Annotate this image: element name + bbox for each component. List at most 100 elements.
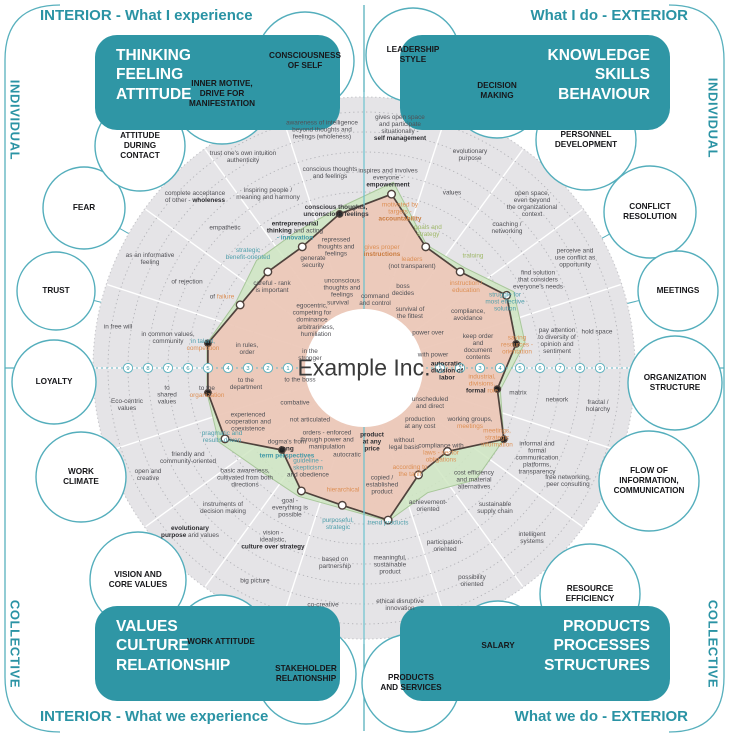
scale-number-bubble [434,362,446,374]
scale-number-bubble [182,362,194,374]
topic-label-fear[interactable]: FEAR [72,203,96,213]
wheel-label: arbitrariness,humiliation [297,323,335,338]
topic-circle-organization-structure[interactable] [627,335,723,431]
topic-circle-loyalty[interactable] [11,339,97,425]
wheel-label: in rules,order [235,341,259,356]
scale-number-right: 6 [538,366,541,372]
quadrant-block-line: PRODUCTS [563,618,650,635]
quadrant-block-line: SKILLS [594,66,650,84]
scale-number-right: 7 [558,366,561,372]
topic-label-trust[interactable]: TRUST [42,286,70,296]
topic-circle-trust[interactable] [16,251,96,331]
wheel-label: co-creative [307,601,339,609]
quadrant-block-line: CULTURE [116,637,189,655]
topic-circle-work-climate[interactable] [35,431,127,523]
current-polygon-vertex [220,434,230,444]
wheel-label: in common values,community [141,330,195,345]
current-polygon-vertex [493,385,502,394]
wheel-label: hold space [581,328,613,336]
wheel-label: achievement-oriented [408,498,448,513]
wheel-label: survival [327,299,349,307]
wheel-label: purposeful,strategic [322,516,354,531]
current-polygon-vertex [413,470,423,480]
side-label-collective-left: COLLECTIVE [7,599,23,689]
topic-circle-flow-of-information[interactable] [598,430,700,532]
wheel-label: in talent,competition [186,337,220,352]
current-polygon-vertex [421,242,431,252]
scale-number-bubble [474,362,486,374]
topic-circle-fear[interactable] [42,166,126,250]
header-interior-individual: INTERIOR - What I experience [40,7,253,24]
quadrant-block-thinking-feeling-attitude: THINKING FEELING ATTITUDE [95,35,340,130]
topic-label-meetings[interactable]: MEETINGS [656,286,700,296]
scale-number-left: 9 [126,366,129,372]
current-polygon-vertex [204,339,212,348]
scale-number-left: 5 [206,366,209,372]
scale-number-bubble [122,362,134,374]
topic-label-salary[interactable]: SALARY [481,641,515,651]
scale-number-left: 8 [146,366,149,372]
scale-number-left: 4 [226,366,230,372]
scale-number-bubble [594,362,606,374]
current-polygon-vertex [297,242,307,252]
current-polygon-vertex [502,290,512,300]
topic-circle-meetings[interactable] [637,250,719,332]
company-name: Example Inc. [297,354,431,381]
scale-number-right: 9 [598,366,601,372]
quadrant-block-line: THINKING [116,47,191,64]
current-polygon-vertex [455,267,465,277]
current-polygon-vertex [442,446,452,456]
wheel-label: inspiring people /meaning and harmony [236,186,300,201]
scale-number-bubble [162,362,174,374]
wheel-label: matrix [509,389,527,397]
topic-label-work-attitude[interactable]: WORK ATTITUDE [187,637,255,647]
topic-circle-conflict-resolution[interactable] [603,165,697,259]
quadrant-block-line: ATTITUDE [116,85,192,103]
current-polygon-vertex [263,267,273,277]
scale-ring [107,111,621,625]
topic-label-loyalty[interactable]: LOYALTY [35,377,73,387]
wheel-label: combative [280,399,310,407]
wheel-label: of rejection [171,278,203,286]
scale-number-bubble [262,362,274,374]
scale-number-right: 1 [438,366,441,372]
quadrant-block-line: BEHAVIOUR [558,85,650,103]
wheel-label: vision -idealistic,culture over strategy [241,529,305,551]
